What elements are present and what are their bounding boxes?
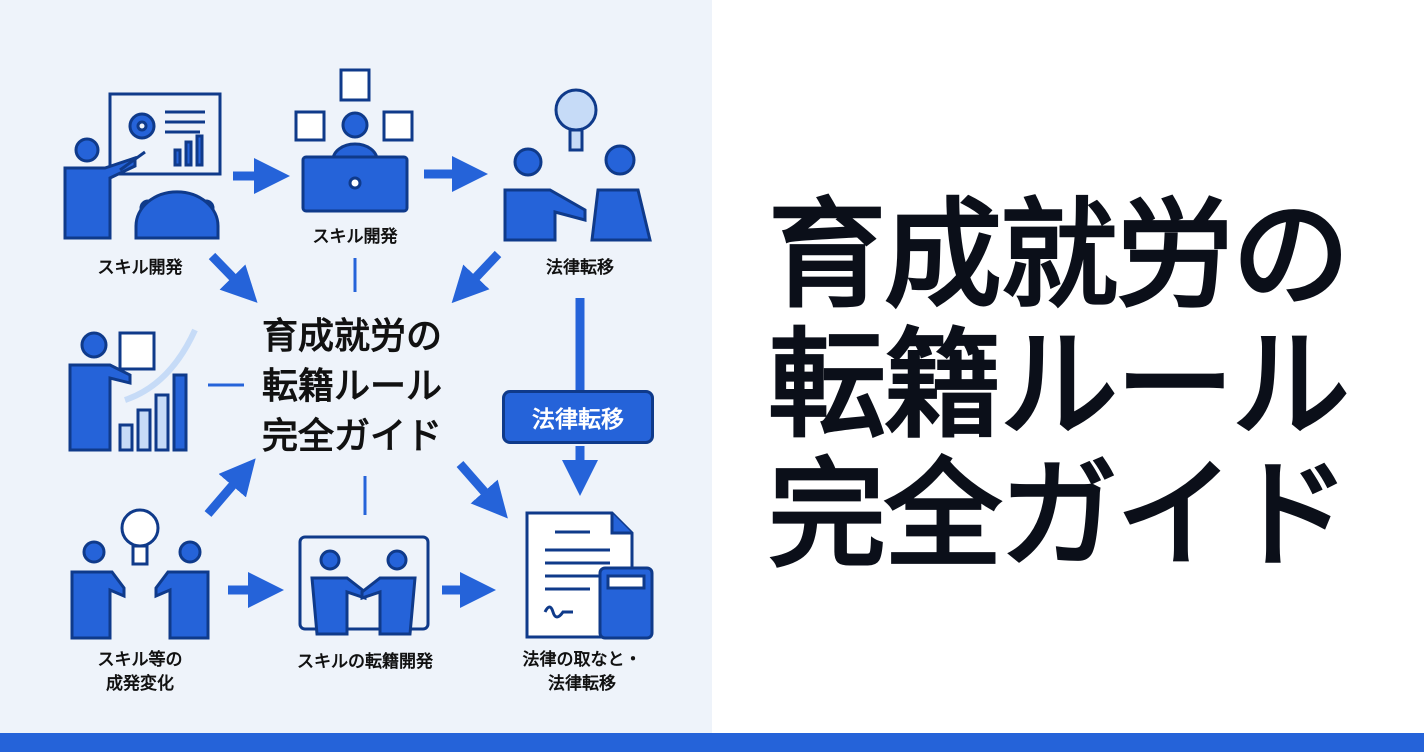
headline-line-3: 完全ガイド bbox=[768, 446, 1350, 584]
node-label-3: 法律転移 bbox=[546, 258, 614, 278]
document-calculator-icon bbox=[525, 511, 654, 640]
headline-line-2: 転籍ルール bbox=[768, 316, 1350, 454]
center-title-line-3: 完全ガイド bbox=[262, 416, 443, 457]
growth-chart-icon bbox=[68, 328, 198, 452]
arrow-5-to-center bbox=[204, 458, 256, 517]
center-title-line-1: 育成就労の bbox=[262, 316, 443, 357]
laptop-user-icon bbox=[294, 68, 414, 213]
arrow-center-to-doc bbox=[456, 461, 508, 519]
diagram-center-title: 育成就労の 転籍ルール 完全ガイド bbox=[262, 312, 442, 462]
node-label-5-line-2: 成発変化 bbox=[106, 674, 174, 694]
node-label-1: スキル開発 bbox=[97, 258, 183, 278]
node-label-5: スキル等の 成発変化 bbox=[98, 648, 183, 696]
center-title-line-2: 転籍ルール bbox=[262, 366, 443, 407]
handshake-icon bbox=[503, 88, 652, 242]
arrow-1-to-center bbox=[208, 252, 258, 303]
headline-line-1: 育成就労の bbox=[768, 186, 1350, 324]
node-label-6: スキルの転籍開発 bbox=[297, 652, 433, 672]
headline: 育成就労の 転籍ルール 完全ガイド bbox=[768, 186, 1350, 584]
idea-collaboration-icon bbox=[70, 508, 210, 640]
diagram-graphics bbox=[63, 68, 654, 640]
node-label-5-line-1: スキル等の bbox=[97, 650, 183, 670]
arrow-3-to-center bbox=[451, 250, 502, 304]
node-label-2: スキル開発 bbox=[312, 227, 398, 247]
headline-panel bbox=[712, 0, 1424, 733]
node-label-7-line-1: 法律の取なと・ bbox=[522, 650, 642, 670]
presenter-icon bbox=[63, 92, 222, 240]
node-label-7-line-2: 法律転移 bbox=[548, 674, 616, 694]
node-label-7: 法律の取なと・ 法律転移 bbox=[523, 648, 642, 696]
bottom-accent-bar bbox=[0, 733, 1424, 752]
agreement-board-icon bbox=[298, 535, 430, 636]
law-transfer-tag: 法律転移 bbox=[502, 390, 654, 444]
